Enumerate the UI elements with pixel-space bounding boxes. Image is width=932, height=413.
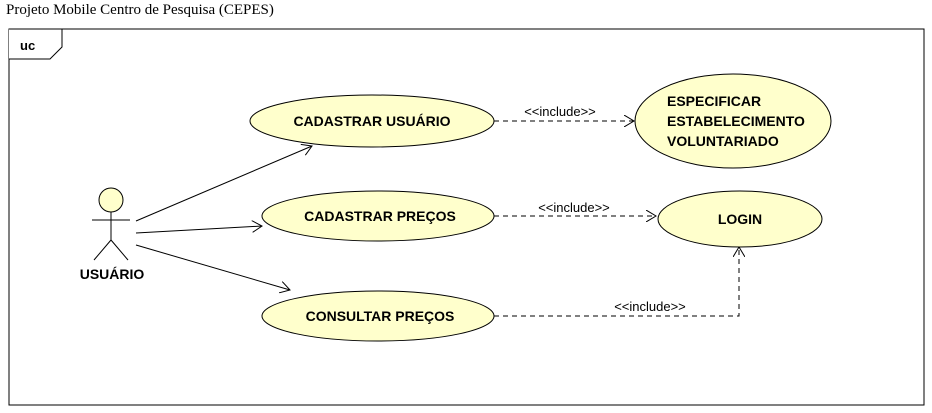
include-arrow-3[interactable] [494,247,739,317]
include-label-2: <<include>> [538,200,610,215]
include-label-3: <<include>> [614,299,686,314]
association-consultar-precos[interactable] [135,244,290,290]
use-case-cadastrar-precos[interactable]: CADASTRAR PREÇOS [261,190,495,242]
use-case-ellipse [657,190,823,248]
use-case-login[interactable]: LOGIN [657,190,823,248]
use-case-consultar-precos[interactable]: CONSULTAR PREÇOS [261,290,495,342]
association-cadastrar-usuario[interactable] [135,146,312,222]
actor-usuario[interactable]: USUÁRIO [80,187,145,282]
use-case-ellipse [261,190,495,242]
frame-label-tab [9,28,63,60]
use-case-label-line-3: VOLUNTARIADO [667,133,779,149]
include-label-1: <<include>> [524,104,596,119]
use-case-label: CONSULTAR PREÇOS [306,308,455,324]
association-cadastrar-precos[interactable] [135,226,262,234]
frame-label: uc [20,38,35,53]
use-case-label: CADASTRAR PREÇOS [304,208,456,224]
use-case-cadastrar-usuario[interactable]: CADASTRAR USUÁRIO [249,94,495,148]
use-case-label: LOGIN [718,211,762,227]
use-case-label-line-1: ESPECIFICAR [667,93,761,109]
actor-left-leg-icon [93,239,112,261]
actor-label: USUÁRIO [80,266,145,282]
use-case-ellipse [249,94,495,148]
use-case-label-line-2: ESTABELECIMENTO [667,113,805,129]
actor-head-icon [98,187,124,213]
use-case-especificar-estabelecimento-voluntariado[interactable]: ESPECIFICAR ESTABELECIMENTO VOLUNTARIADO [634,73,832,169]
use-case-ellipse [261,290,495,342]
use-case-label: CADASTRAR USUÁRIO [293,113,450,129]
page-title: Projeto Mobile Centro de Pesquisa (CEPES… [6,2,274,18]
use-case-ellipse [634,73,832,169]
actor-right-leg-icon [110,239,129,261]
